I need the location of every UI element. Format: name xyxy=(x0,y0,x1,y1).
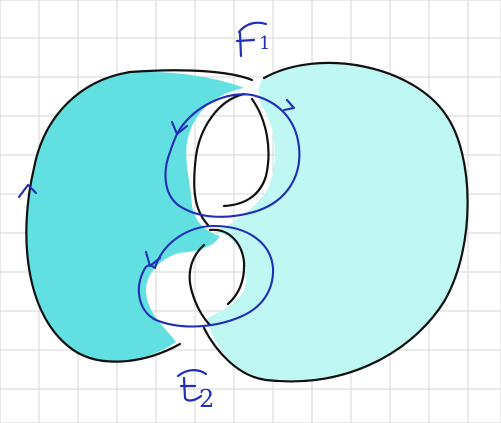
f2-subscript: 2 xyxy=(199,385,214,413)
f1-subscript: 1 xyxy=(259,33,270,54)
label-f1: 1 F xyxy=(0,0,270,56)
